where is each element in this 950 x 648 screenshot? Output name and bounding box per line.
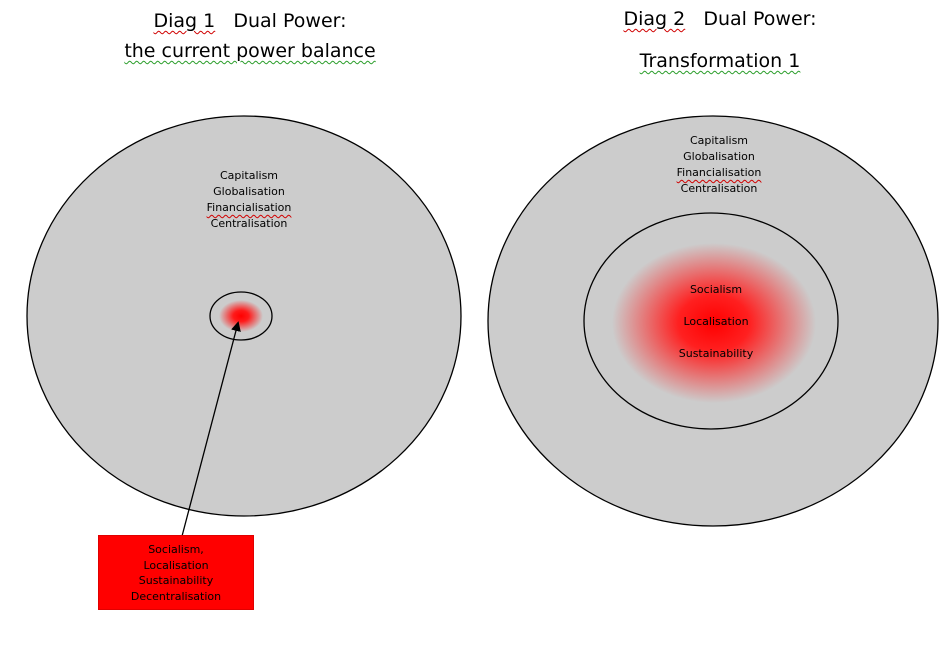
diag1-red-glow bbox=[219, 300, 263, 332]
diag2-label-centralisation: Centralisation bbox=[680, 182, 758, 195]
diag2-inner-label-socialism: Socialism bbox=[689, 283, 743, 296]
box-label-sustainability: Sustainability bbox=[138, 574, 214, 587]
box-label-localisation: Localisation bbox=[143, 558, 209, 572]
box-label-decentralisation: Decentralisation bbox=[130, 589, 222, 603]
box-label-socialism: Socialism, bbox=[148, 543, 204, 556]
diag2-title: Diag 2 Dual Power: Transformation 1 bbox=[580, 4, 860, 76]
diag2-label-globalisation: Globalisation bbox=[683, 150, 755, 163]
diag1-label-financialisation: Financialisation bbox=[206, 201, 292, 214]
diag1-arrow bbox=[180, 321, 241, 541]
diag1-title: Diag 1 Dual Power: the current power bal… bbox=[110, 6, 390, 66]
diag2-outer-labels: Capitalism Globalisation Financialisatio… bbox=[659, 133, 779, 197]
diag1-label-centralisation: Centralisation bbox=[210, 217, 288, 230]
diag1-red-callout-box: Socialism, Localisation Sustainability D… bbox=[98, 535, 254, 610]
diag2-title-c: Transformation 1 bbox=[639, 50, 801, 72]
diag1-outer-labels: Capitalism Globalisation Financialisatio… bbox=[189, 168, 309, 232]
diag2-title-b: Dual Power: bbox=[703, 8, 817, 30]
diag1-label-capitalism: Capitalism bbox=[219, 169, 279, 182]
diag2-inner-label-sustainability: Sustainability bbox=[678, 347, 754, 360]
diag2-red-glow bbox=[612, 243, 816, 403]
diag1-title-a: Diag 1 bbox=[153, 10, 216, 32]
diag1-title-c: the current power balance bbox=[124, 40, 376, 62]
diag2-title-a: Diag 2 bbox=[623, 8, 686, 30]
diag2-inner-label-localisation: Localisation bbox=[683, 315, 749, 328]
diag2-label-capitalism: Capitalism bbox=[689, 134, 749, 147]
diag2-label-financialisation: Financialisation bbox=[676, 166, 762, 179]
diag1-label-globalisation: Globalisation bbox=[213, 185, 285, 198]
diag1-title-b: Dual Power: bbox=[233, 10, 347, 32]
